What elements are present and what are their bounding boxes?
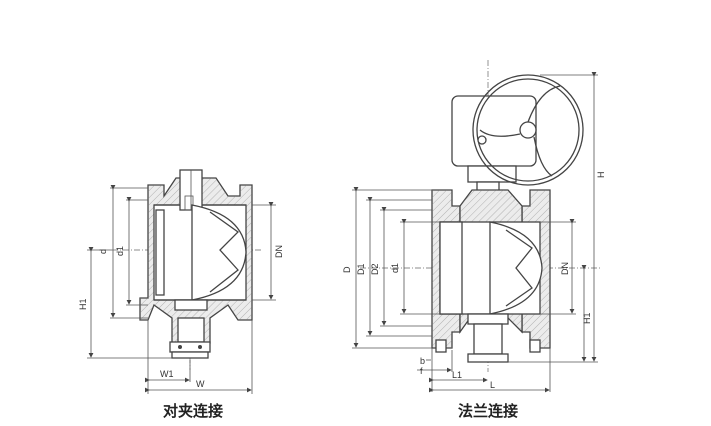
dim-d: d	[98, 249, 108, 254]
dim-h1: H1	[78, 298, 88, 310]
dim-w1: W1	[160, 369, 174, 379]
dim-h1-right: H1	[582, 312, 592, 324]
dim-dn: DN	[274, 245, 284, 258]
dim-D1: D1	[356, 263, 366, 275]
wafer-valve-drawing: d d1 H1 DN W1 W	[78, 169, 284, 394]
dim-h: H	[596, 172, 606, 179]
dim-w: W	[196, 379, 205, 389]
dim-D: D	[342, 266, 352, 273]
dim-dn-right: DN	[560, 262, 570, 275]
dim-l: L	[490, 380, 495, 390]
flanged-valve-drawing: D D1 D2 d1 DN H H1 b f L1 L	[342, 60, 606, 393]
dim-d1-right: d1	[390, 263, 400, 273]
wafer-caption: 对夹连接	[163, 402, 224, 420]
dim-b: b	[420, 356, 425, 366]
dim-f: f	[420, 366, 423, 376]
dim-d1: d1	[115, 246, 125, 256]
dim-D2: D2	[370, 263, 380, 275]
flanged-caption: 法兰连接	[458, 402, 519, 420]
dim-l1: L1	[452, 370, 462, 380]
